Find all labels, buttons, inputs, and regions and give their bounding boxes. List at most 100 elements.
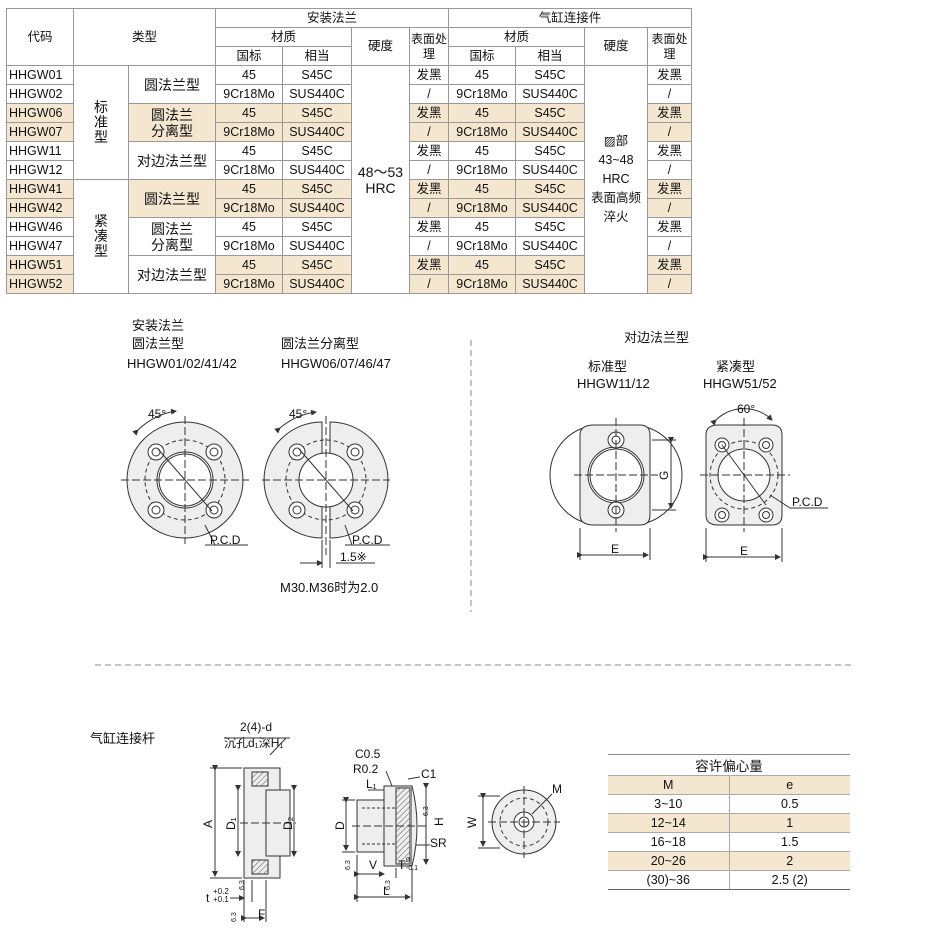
- rod-flange-side-drawing: [210, 737, 297, 922]
- dim-d: D: [333, 821, 347, 830]
- eccentric-col-m: M: [608, 775, 730, 795]
- tol-t-cap-lo: -0.1: [406, 865, 418, 872]
- header-surface: 表面处理: [409, 27, 449, 66]
- table-row: HHGW02 9Cr18Mo SUS440C / 9Cr18Mo SUS440C…: [6, 84, 692, 104]
- table-row: HHGW41 紧凑型 圆法兰型 45 S45C 发黑 45 S45C 发黑: [6, 179, 692, 294]
- header-type: 类型: [73, 8, 216, 66]
- table-row: HHGW11 对边法兰型 45 S45C 发黑 45 S45C 发黑: [6, 141, 692, 180]
- table-row: 12~14 1: [608, 813, 850, 833]
- equiv2-cell: SUS440C: [515, 84, 585, 104]
- equiv2-cell: SUS440C: [515, 122, 585, 142]
- eccentric-col-e: e: [729, 775, 850, 795]
- rough-2: 6.3: [239, 880, 246, 890]
- split-codes: HHGW06/07/46/47: [281, 356, 391, 371]
- equiv2-cell: S45C: [515, 103, 585, 123]
- gb-cell: 45: [215, 255, 283, 275]
- gb-cell: 9Cr18Mo: [215, 274, 283, 294]
- m-cell: (30)~36: [608, 870, 730, 890]
- rough-5: 6.3: [423, 806, 430, 816]
- code-cell: HHGW12: [6, 160, 74, 180]
- rod-front-drawing: [478, 786, 560, 858]
- code-cell: HHGW01: [6, 65, 74, 85]
- e-cell: 1: [729, 813, 850, 833]
- rough-3: 6.3: [345, 860, 352, 870]
- table-row: HHGW51 对边法兰型 45 S45C 发黑 45 S45C 发黑: [6, 255, 692, 294]
- equiv2-cell: SUS440C: [515, 274, 585, 294]
- dim-a: A: [201, 820, 215, 828]
- surface-cell: /: [409, 198, 449, 218]
- dim-d1: D₁: [224, 817, 238, 830]
- surface2-cell: /: [647, 274, 692, 294]
- table-row: HHGW12 9Cr18Mo SUS440C / 9Cr18Mo SUS440C…: [6, 160, 692, 180]
- opposite-compact-drawing: [700, 408, 828, 562]
- m-cell: 16~18: [608, 832, 730, 852]
- e-cell: 1.5: [729, 832, 850, 852]
- round-flange-drawing: [121, 408, 249, 546]
- pcd-label: P.C.D: [210, 533, 241, 547]
- header-material-2: 材质: [448, 27, 585, 47]
- surface-cell: 发黑: [409, 217, 449, 237]
- equiv-cell: S45C: [282, 103, 352, 123]
- angle-60: 60°: [737, 402, 755, 416]
- code-cell: HHGW52: [6, 274, 74, 294]
- surface2-cell: /: [647, 198, 692, 218]
- table-row: HHGW47 9Cr18Mo SUS440C / 9Cr18Mo SUS440C…: [6, 236, 692, 256]
- hardness-line: ▨部: [603, 134, 629, 148]
- gb-cell: 9Cr18Mo: [215, 198, 283, 218]
- dim-e-compact: E: [740, 544, 748, 558]
- surface-cell: 发黑: [409, 141, 449, 161]
- opposite-standard-drawing: [549, 418, 683, 560]
- eccentric-table: 容许偏心量 M e 3~10 0.5 12~14 1 16~18 1.5 20~…: [608, 754, 850, 890]
- compact-title: 紧凑型: [716, 359, 756, 374]
- gb2-cell: 45: [448, 255, 516, 275]
- e-cell: 2: [729, 851, 850, 871]
- dim-l: L: [383, 884, 390, 898]
- std-title: 标准型: [588, 359, 628, 374]
- table-row: HHGW42 9Cr18Mo SUS440C / 9Cr18Mo SUS440C…: [6, 198, 692, 218]
- equiv-cell: SUS440C: [282, 122, 352, 142]
- dim-w: W: [465, 816, 479, 828]
- surface2-cell: /: [647, 160, 692, 180]
- equiv-cell: SUS440C: [282, 84, 352, 104]
- std-codes: HHGW11/12: [577, 376, 650, 391]
- bolt-holes: [147, 443, 223, 519]
- r02-label: R0.2: [353, 762, 379, 776]
- dim-f: F: [258, 907, 265, 921]
- table-row: HHGW52 9Cr18Mo SUS440C / 9Cr18Mo SUS440C…: [6, 274, 692, 294]
- surface-cell: 发黑: [409, 179, 449, 199]
- m-cell: 20~26: [608, 851, 730, 871]
- pcd-label-compact: P.C.D: [792, 495, 823, 509]
- m-cell: 12~14: [608, 813, 730, 833]
- table-row: 20~26 2: [608, 851, 850, 871]
- pcd-label-split: P.C.D: [352, 533, 383, 547]
- gap-label: 1.5※: [340, 550, 367, 564]
- e-cell: 0.5: [729, 794, 850, 814]
- dim-t: t: [206, 891, 210, 905]
- surface2-cell: 发黑: [647, 103, 692, 123]
- code-cell: HHGW51: [6, 255, 74, 275]
- code-cell: HHGW46: [6, 217, 74, 237]
- gb2-cell: 9Cr18Mo: [448, 160, 516, 180]
- type-round: 圆法兰型: [128, 179, 216, 218]
- equiv2-cell: SUS440C: [515, 160, 585, 180]
- gb-cell: 45: [215, 179, 283, 199]
- dim-v: V: [369, 858, 377, 872]
- dim-h: H: [432, 817, 446, 826]
- hardness-line: 淬火: [603, 210, 629, 224]
- surface2-cell: 发黑: [647, 255, 692, 275]
- type-round: 圆法兰型: [128, 65, 216, 104]
- header-code: 代码: [6, 8, 74, 66]
- group-compact: 紧凑型: [73, 179, 129, 294]
- gb-cell: 9Cr18Mo: [215, 236, 283, 256]
- gb-cell: 9Cr18Mo: [215, 122, 283, 142]
- group-standard: 标准型: [73, 65, 129, 180]
- gb-cell: 45: [215, 103, 283, 123]
- dim-g: G: [657, 471, 671, 480]
- equiv-cell: SUS440C: [282, 198, 352, 218]
- equiv-cell: SUS440C: [282, 274, 352, 294]
- dim-sr: SR: [430, 836, 447, 850]
- bolt-holes: [288, 443, 364, 519]
- gb2-cell: 9Cr18Mo: [448, 274, 516, 294]
- round-title: 圆法兰型: [132, 336, 185, 351]
- table-row: HHGW46 圆法兰分离型 45 S45C 发黑 45 S45C 发黑: [6, 217, 692, 256]
